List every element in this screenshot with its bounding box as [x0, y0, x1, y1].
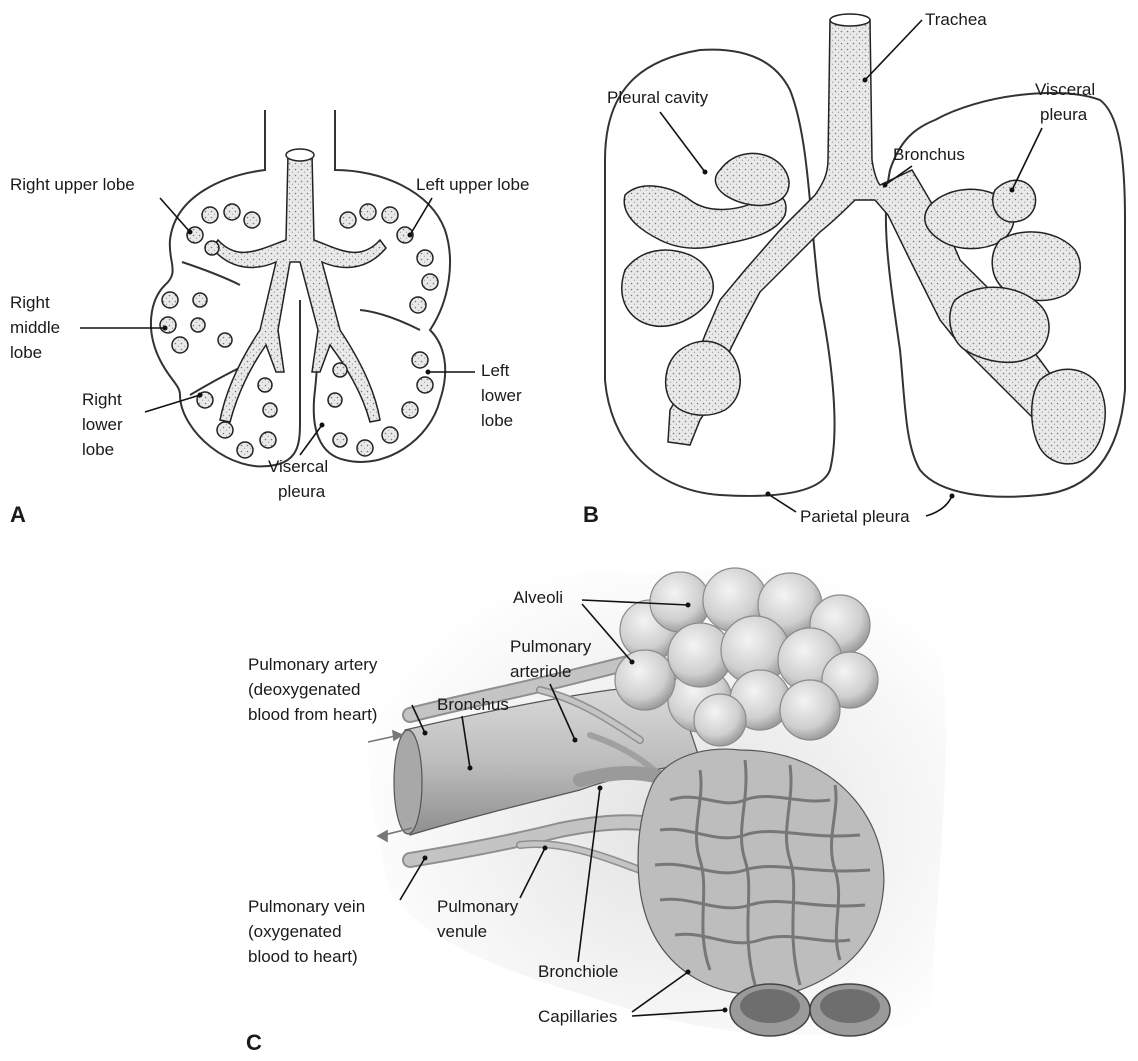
label-pulmonary-artery-3: blood from heart) — [248, 705, 377, 724]
leader-dot — [723, 1008, 728, 1013]
leader-dot — [863, 78, 868, 83]
leader-dot — [423, 856, 428, 861]
leader-pleural-cavity — [660, 112, 705, 172]
leader-dot — [573, 738, 578, 743]
label-pulmonary-vein-2: (oxygenated — [248, 922, 342, 941]
label-left-lower-lobe-1: Left — [481, 361, 510, 380]
label-visercal-pleura-1: Visercal — [268, 457, 328, 476]
label-pulmonary-vein-1: Pulmonary vein — [248, 897, 365, 916]
panel-letter-b: B — [583, 502, 599, 527]
label-trachea: Trachea — [925, 10, 987, 29]
leader-trachea — [865, 20, 922, 80]
label-pulmonary-arteriole-1: Pulmonary — [510, 637, 592, 656]
leader-dot — [598, 786, 603, 791]
label-parietal-pleura: Parietal pleura — [800, 507, 910, 526]
panel-letter-a: A — [10, 502, 26, 527]
label-bronchus-c: Bronchus — [437, 695, 509, 714]
label-bronchus-b: Bronchus — [893, 145, 965, 164]
leader-right-upper-lobe — [160, 198, 190, 232]
panel-letter-c: C — [246, 1030, 262, 1055]
leader-dot — [188, 230, 193, 235]
label-bronchiole: Bronchiole — [538, 962, 618, 981]
leader-parietal-pleura-left — [926, 496, 952, 516]
leader-dot — [630, 660, 635, 665]
leader-parietal-pleura-right — [768, 494, 796, 512]
label-capillaries: Capillaries — [538, 1007, 617, 1026]
leader-dot — [950, 494, 955, 499]
label-visceral-pleura-b-2: pleura — [1040, 105, 1088, 124]
leader-dot — [163, 326, 168, 331]
label-left-lower-lobe-2: lower — [481, 386, 522, 405]
label-pulmonary-artery-2: (deoxygenated — [248, 680, 360, 699]
label-right-lower-lobe-3: lobe — [82, 440, 114, 459]
leader-dot — [883, 183, 888, 188]
leader-dot — [426, 370, 431, 375]
panel-a: Right upper lobe Left upper lobe Right m… — [10, 110, 529, 527]
label-alveoli: Alveoli — [513, 588, 563, 607]
label-right-middle-lobe-2: middle — [10, 318, 60, 337]
label-visercal-pleura-2: pleura — [278, 482, 326, 501]
leader-dot — [703, 170, 708, 175]
panel-c: Alveoli Pulmonary artery (deoxygenated b… — [246, 568, 946, 1055]
label-pulmonary-venule-2: venule — [437, 922, 487, 941]
label-visceral-pleura-b-1: Visceral — [1035, 80, 1095, 99]
label-pulmonary-venule-1: Pulmonary — [437, 897, 519, 916]
label-pulmonary-arteriole-2: arteriole — [510, 662, 571, 681]
label-right-middle-lobe-3: lobe — [10, 343, 42, 362]
label-right-upper-lobe: Right upper lobe — [10, 175, 135, 194]
leader-dot — [1010, 188, 1015, 193]
label-left-lower-lobe-3: lobe — [481, 411, 513, 430]
label-right-lower-lobe-2: lower — [82, 415, 123, 434]
label-pulmonary-artery-1: Pulmonary artery — [248, 655, 378, 674]
label-left-upper-lobe: Left upper lobe — [416, 175, 529, 194]
leader-dot — [468, 766, 473, 771]
leader-dot — [198, 393, 203, 398]
leader-dot — [543, 846, 548, 851]
leader-right-lower-lobe — [145, 395, 200, 412]
leader-dot — [766, 492, 771, 497]
leader-dot — [686, 603, 691, 608]
leader-dot — [423, 731, 428, 736]
leader-dot — [408, 233, 413, 238]
label-right-lower-lobe-1: Right — [82, 390, 122, 409]
leader-visceral-pleura-b — [1012, 128, 1042, 190]
label-right-middle-lobe-1: Right — [10, 293, 50, 312]
panel-a-fissure-right — [182, 262, 240, 285]
panel-a-fissure-left — [360, 310, 420, 330]
panel-b: Trachea Pleural cavity Bronchus Visceral… — [583, 10, 1125, 527]
leader-dot — [686, 970, 691, 975]
label-pulmonary-vein-3: blood to heart) — [248, 947, 358, 966]
label-pleural-cavity: Pleural cavity — [607, 88, 709, 107]
leader-dot — [320, 423, 325, 428]
leader-left-upper-lobe — [410, 198, 432, 235]
